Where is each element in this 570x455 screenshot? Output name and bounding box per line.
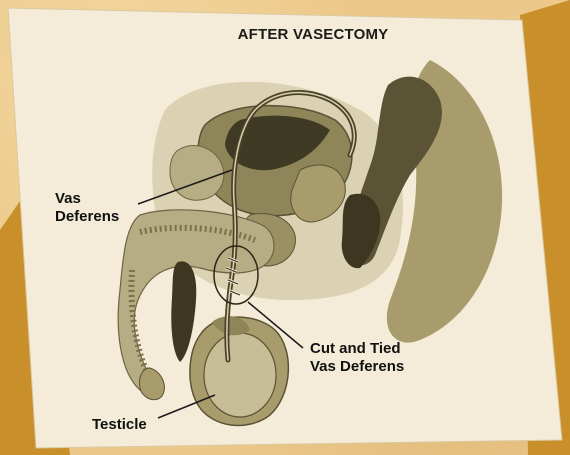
testicle	[204, 333, 276, 417]
label-cut-and-tied-line2: Vas Deferens	[310, 358, 404, 376]
figure-title: AFTER VASECTOMY	[0, 26, 570, 43]
label-testicle: Testicle	[92, 416, 147, 434]
label-vas-deferens-line1: Vas	[55, 190, 119, 208]
label-cut-and-tied: Cut and Tied Vas Deferens	[310, 340, 404, 376]
label-cut-and-tied-line1: Cut and Tied	[310, 340, 404, 358]
label-vas-deferens-line2: Deferens	[55, 208, 119, 226]
label-vas-deferens: Vas Deferens	[55, 190, 119, 226]
